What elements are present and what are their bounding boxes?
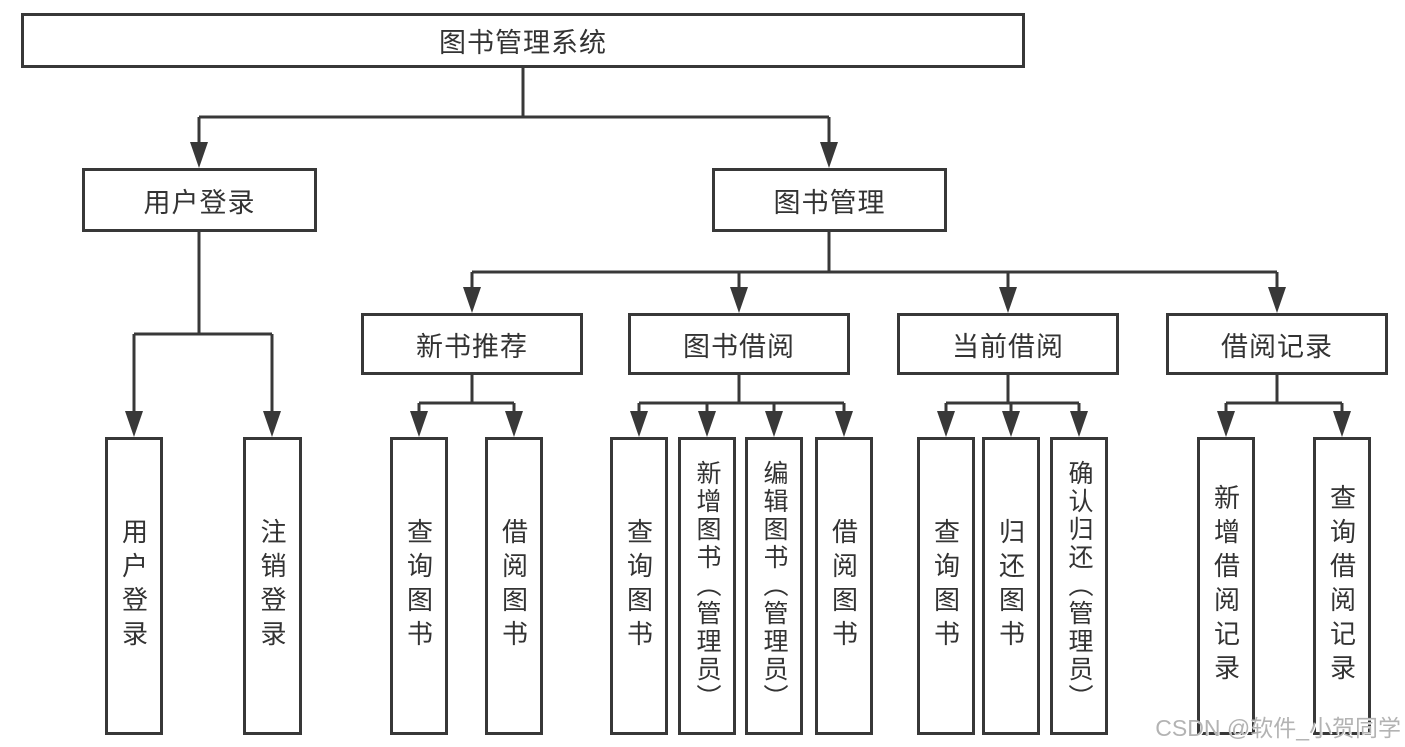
node-new-book-recommend: 新书推荐 xyxy=(361,313,583,375)
leaf-return-books: 归还图书 xyxy=(982,437,1040,735)
leaf-edit-books-admin-label: 编辑图书（管理员） xyxy=(760,460,788,712)
leaf-borrow-books-recommend-label: 借阅图书 xyxy=(498,518,529,654)
leaf-add-borrow-record-label: 新增借阅记录 xyxy=(1210,484,1241,688)
leaf-edit-books-admin: 编辑图书（管理员） xyxy=(745,437,803,735)
leaf-query-books-recommend-label: 查询图书 xyxy=(403,518,434,654)
csdn-watermark: CSDN @软件_小贺同学 xyxy=(1155,715,1401,741)
leaf-user-login: 用户登录 xyxy=(105,437,163,735)
leaf-add-books-admin-label: 新增图书（管理员） xyxy=(693,460,721,712)
node-book-management-label: 图书管理 xyxy=(773,187,886,218)
leaf-confirm-return-admin-label: 确认归还（管理员） xyxy=(1065,460,1093,712)
node-book-borrowing-label: 图书借阅 xyxy=(683,331,795,362)
leaf-confirm-return-admin: 确认归还（管理员） xyxy=(1050,437,1108,735)
leaf-borrow-books-borrowing-label: 借阅图书 xyxy=(828,518,859,654)
leaf-query-borrow-record-label: 查询借阅记录 xyxy=(1326,484,1357,688)
node-current-borrowing: 当前借阅 xyxy=(897,313,1119,375)
leaf-return-books-label: 归还图书 xyxy=(995,518,1026,654)
leaf-add-books-admin: 新增图书（管理员） xyxy=(678,437,736,735)
leaf-query-books-borrowing: 查询图书 xyxy=(610,437,668,735)
node-user-login-label: 用户登录 xyxy=(143,187,256,218)
node-new-book-recommend-label: 新书推荐 xyxy=(416,331,528,362)
leaf-query-books-current-label: 查询图书 xyxy=(930,518,961,654)
node-root-label: 图书管理系统 xyxy=(439,28,607,58)
node-book-borrowing: 图书借阅 xyxy=(628,313,850,375)
node-borrowing-records-label: 借阅记录 xyxy=(1221,331,1333,362)
leaf-logout: 注销登录 xyxy=(243,437,302,735)
node-book-management: 图书管理 xyxy=(712,168,947,232)
leaf-query-books-recommend: 查询图书 xyxy=(390,437,448,735)
leaf-add-borrow-record: 新增借阅记录 xyxy=(1197,437,1255,735)
leaf-borrow-books-recommend: 借阅图书 xyxy=(485,437,543,735)
leaf-logout-label: 注销登录 xyxy=(257,518,287,654)
leaf-query-books-borrowing-label: 查询图书 xyxy=(623,518,654,654)
node-user-login: 用户登录 xyxy=(82,168,317,232)
leaf-query-books-current: 查询图书 xyxy=(917,437,975,735)
leaf-query-borrow-record: 查询借阅记录 xyxy=(1313,437,1371,735)
node-borrowing-records: 借阅记录 xyxy=(1166,313,1388,375)
leaf-user-login-label: 用户登录 xyxy=(118,518,149,654)
leaf-borrow-books-borrowing: 借阅图书 xyxy=(815,437,873,735)
node-current-borrowing-label: 当前借阅 xyxy=(952,331,1064,362)
node-root: 图书管理系统 xyxy=(21,13,1025,68)
